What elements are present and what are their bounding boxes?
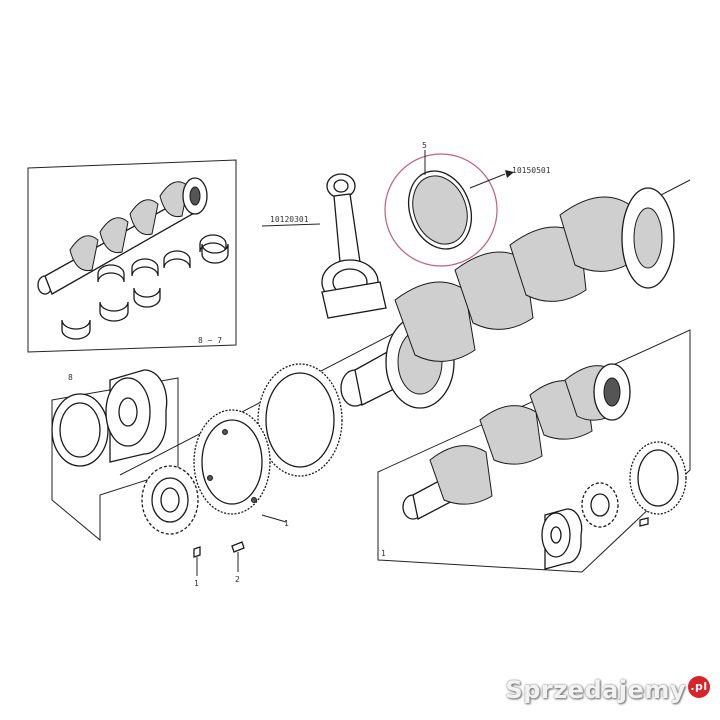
connecting-rod: 10120301 [261, 173, 387, 319]
pulley-bolt-ref-label: 1 [194, 579, 199, 588]
rear-oil-seal: 5 10150501 [384, 141, 551, 267]
crank-sprocket: 1 2 [141, 465, 245, 588]
inset-bearing-shells [61, 234, 229, 340]
gear-bolt-ref-label: 2 [235, 575, 240, 584]
group-ref-label: 1 [381, 549, 386, 558]
watermark-suffix: .pl [688, 676, 710, 698]
inset-crankshaft-bearings: 8 ~ 7 [27, 159, 237, 353]
front-seal-group: 8 [51, 369, 179, 542]
flywheel-ring-gear [257, 363, 343, 477]
rod-part-label: 10120301 [270, 215, 309, 224]
seal-part-label: 10150501 [512, 166, 551, 175]
highlight-circle [384, 153, 498, 267]
timing-gear: 1 [193, 409, 289, 528]
inset-ref-label: 8 ~ 7 [198, 336, 222, 345]
crankshaft-group: 1 [377, 329, 691, 573]
front-seal-ref-label: 8 [68, 373, 73, 382]
main-crankshaft [119, 179, 691, 476]
inset-crankshaft [37, 177, 208, 295]
watermark-text: Sprzedajemy [505, 676, 686, 704]
seal-ref-label: 5 [422, 141, 427, 150]
flywheel-ref-label: 1 [284, 519, 289, 528]
watermark-logo: Sprzedajemy.pl [505, 676, 710, 704]
